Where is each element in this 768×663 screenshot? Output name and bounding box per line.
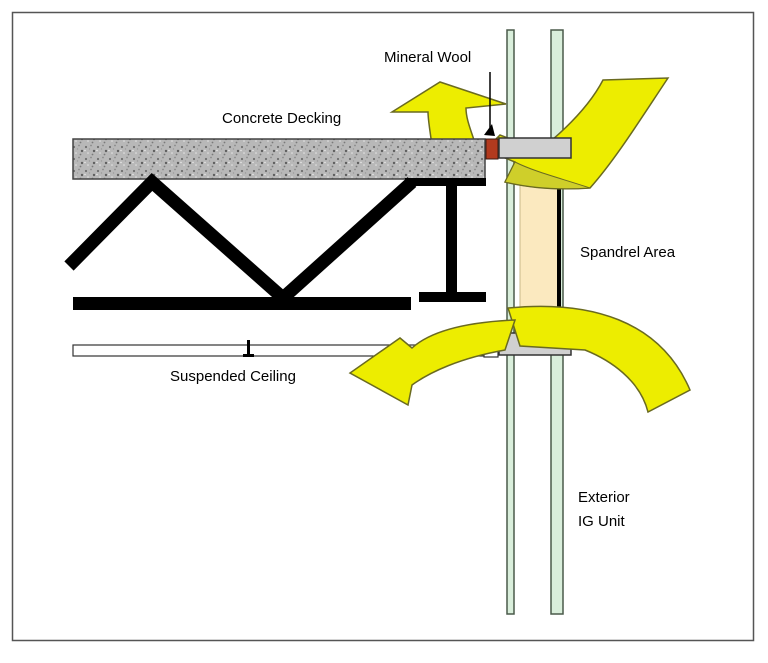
suspended-ceiling-label: Suspended Ceiling xyxy=(170,368,296,385)
steel-beam-flange xyxy=(405,178,486,186)
ceiling-hanger-tee xyxy=(247,340,250,356)
upper-anchor-clip xyxy=(498,137,572,159)
joist-web xyxy=(64,173,417,307)
hanger-foot xyxy=(419,292,486,302)
mineral-wool-pointer xyxy=(484,124,495,136)
joist-bottom-chord xyxy=(73,297,411,310)
ceiling-hanger-tee-cap xyxy=(243,354,254,357)
curved-arrow-up-icon xyxy=(389,81,507,147)
exterior-label: Exterior xyxy=(578,489,630,506)
concrete-decking-label: Concrete Decking xyxy=(222,110,341,127)
arrow-shade xyxy=(504,161,591,190)
hanger-stem xyxy=(446,180,457,296)
curved-arrow-down-icon xyxy=(507,305,691,414)
concrete-decking-slab xyxy=(72,138,486,180)
mineral-wool-block xyxy=(485,138,499,160)
spandrel-area-label: Spandrel Area xyxy=(580,244,676,261)
curved-arrow-down-icon xyxy=(348,319,517,407)
ig-unit-label: IG Unit xyxy=(578,513,626,530)
mineral-wool-label: Mineral Wool xyxy=(384,49,471,66)
